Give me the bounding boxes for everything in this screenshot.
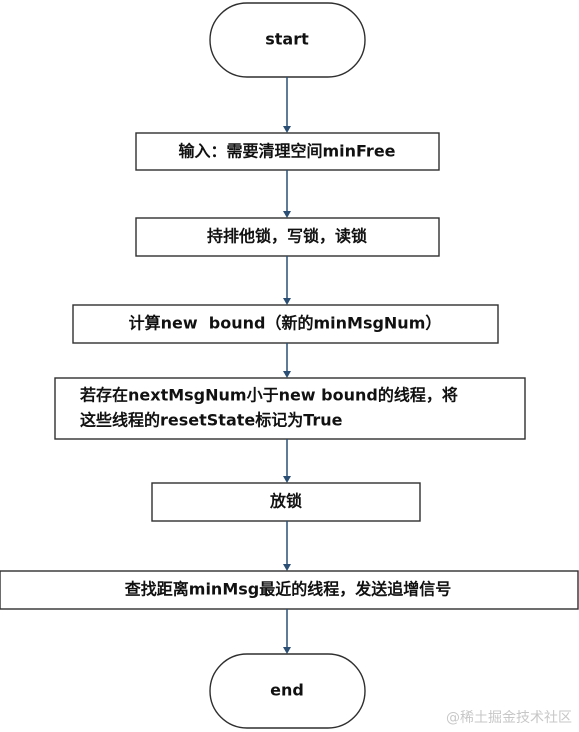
arrow-start-to-input xyxy=(283,77,291,133)
arrow-signal-to-end xyxy=(283,609,291,654)
arrow-compute-to-mark xyxy=(283,343,291,378)
mark-reset-step: 若存在nextMsgNum小于new bound的线程，将 这些线程的reset… xyxy=(54,377,526,440)
end-node: end xyxy=(209,653,366,729)
arrow-mark-to-unlock xyxy=(283,439,291,483)
unlock-step: 放锁 xyxy=(151,482,421,522)
start-node: start xyxy=(209,2,366,78)
mark-reset-label-line2: 这些线程的resetState标记为True xyxy=(80,411,343,430)
mark-reset-label-line1: 若存在nextMsgNum小于new bound的线程，将 xyxy=(79,386,458,405)
signal-step-label: 查找距离minMsg最近的线程，发送追增信号 xyxy=(125,580,451,599)
signal-step: 查找距离minMsg最近的线程，发送追增信号 xyxy=(0,570,579,610)
arrow-unlock-to-signal xyxy=(283,521,291,571)
end-label: end xyxy=(270,681,304,700)
watermark-text: @稀土掘金技术社区 xyxy=(446,710,572,726)
arrow-lock-to-compute xyxy=(283,256,291,305)
unlock-step-label: 放锁 xyxy=(269,492,302,511)
lock-step: 持排他锁，写锁，读锁 xyxy=(135,217,440,257)
compute-step: 计算new bound（新的minMsgNum） xyxy=(72,304,499,344)
compute-step-label: 计算new bound（新的minMsgNum） xyxy=(129,314,442,333)
arrow-input-to-lock xyxy=(283,170,291,218)
input-step: 输入：需要清理空间minFree xyxy=(135,132,440,171)
input-step-label: 输入：需要清理空间minFree xyxy=(178,142,395,161)
lock-step-label: 持排他锁，写锁，读锁 xyxy=(207,227,367,246)
start-label: start xyxy=(265,30,309,49)
